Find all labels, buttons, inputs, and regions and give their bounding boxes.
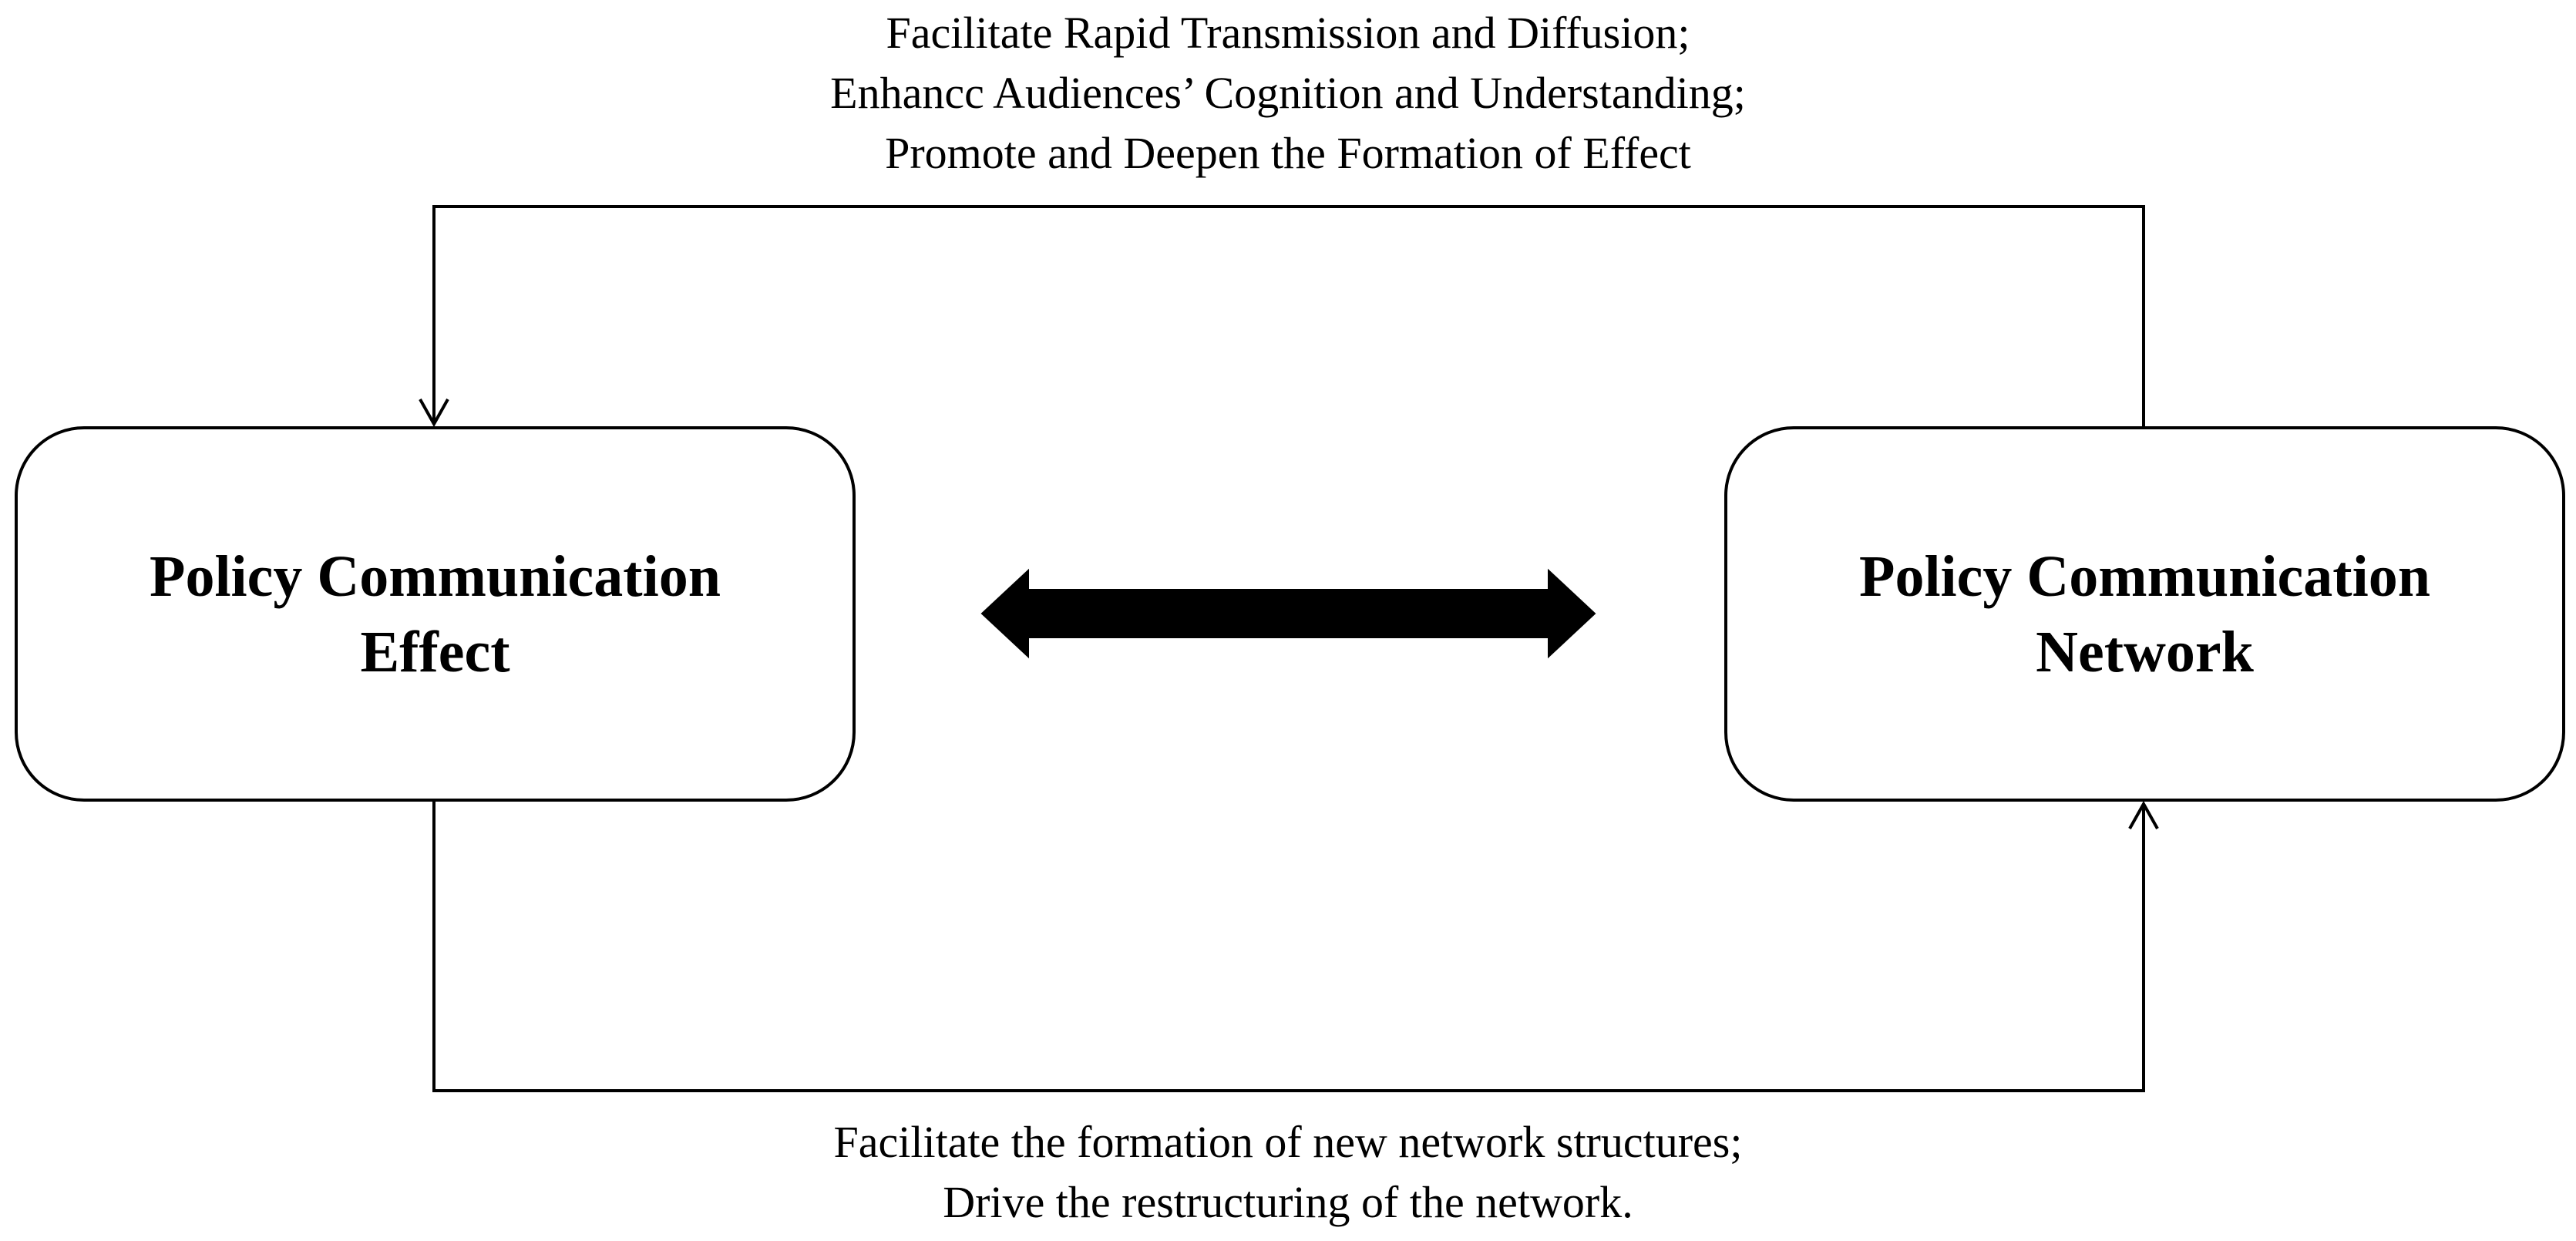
top-connector-arrowhead xyxy=(419,399,449,428)
node-label-line: Policy Communication xyxy=(150,543,721,609)
node-label-line: Effect xyxy=(360,619,510,684)
top-caption-line: Facilitate Rapid Transmission and Diffus… xyxy=(886,8,1690,58)
bottom-caption-line: Facilitate the formation of new network … xyxy=(833,1117,1743,1167)
top-caption-line: Enhancc Audiences’ Cognition and Underst… xyxy=(830,68,1746,118)
bottom-connector-arrowhead xyxy=(2128,800,2159,829)
node-label-line: Policy Communication xyxy=(1859,543,2430,609)
policy-communication-network-box: Policy Communication Network xyxy=(1724,426,2565,802)
bidirectional-arrow xyxy=(980,568,1596,659)
bottom-caption-line: Drive the restructuring of the network. xyxy=(943,1177,1633,1227)
node-label-line: Network xyxy=(2036,619,2254,684)
top-caption-line: Promote and Deepen the Formation of Effe… xyxy=(885,128,1691,178)
bottom-connector-caption: Facilitate the formation of new network … xyxy=(0,1112,2576,1233)
policy-communication-effect-box: Policy Communication Effect xyxy=(15,426,856,802)
bottom-feedback-connector xyxy=(432,802,2145,1092)
top-feedback-connector xyxy=(432,205,2145,426)
top-connector-caption: Facilitate Rapid Transmission and Diffus… xyxy=(0,3,2576,183)
